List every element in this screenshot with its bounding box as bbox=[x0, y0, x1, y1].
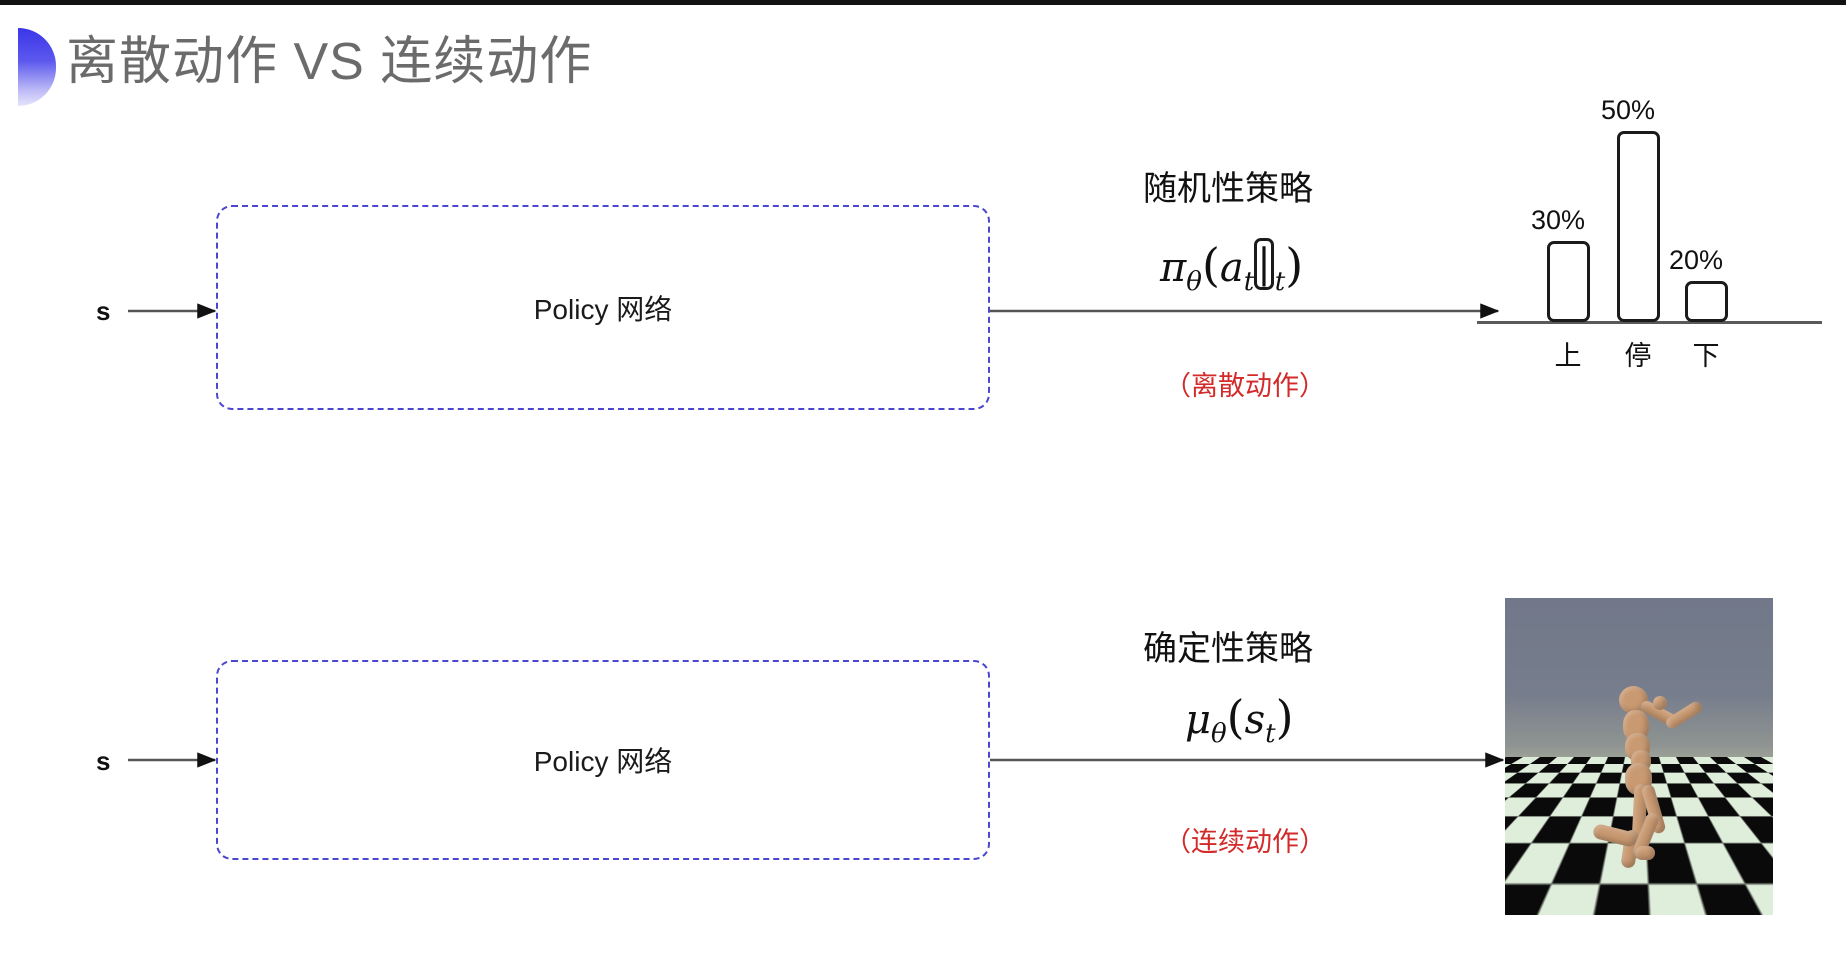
policy-network-label-continuous: Policy 网络 bbox=[533, 746, 673, 777]
policy-network-label-discrete: Policy 网络 bbox=[533, 293, 673, 325]
input-state-label-continuous: s bbox=[96, 746, 111, 776]
input-state-label-discrete: s bbox=[96, 296, 111, 326]
bar-category-0: 上 bbox=[1554, 341, 1582, 371]
bar-1 bbox=[1617, 131, 1660, 322]
humanoid-hand bbox=[1653, 696, 1667, 710]
formula-open-paren: ( bbox=[1226, 690, 1245, 744]
bar-value-0: 30% bbox=[1530, 205, 1586, 235]
formula-close-paren: ) bbox=[1275, 690, 1294, 744]
policy-kind-label-discrete: 随机性策略 bbox=[1143, 170, 1313, 208]
formula-head: π bbox=[1160, 245, 1187, 291]
formula-head-sub: θ bbox=[1211, 719, 1227, 749]
bar-category-2: 下 bbox=[1692, 341, 1720, 371]
formula-head-sub: θ bbox=[1186, 267, 1202, 297]
policy-formula-continuous: μθ(st) bbox=[1185, 690, 1294, 749]
formula-head: μ bbox=[1185, 697, 1211, 743]
policy-formula-discrete: πθ(at|st) bbox=[1160, 238, 1303, 297]
policy-kind-label-continuous: 确定性策略 bbox=[1143, 630, 1313, 668]
page-title: 离散动作 VS 连续动作 bbox=[66, 33, 593, 91]
formula-open-paren: ( bbox=[1201, 238, 1220, 292]
humanoid-foot-back bbox=[1635, 846, 1655, 860]
formula-arg1: a bbox=[1219, 245, 1244, 291]
bar-value-1: 50% bbox=[1600, 95, 1656, 125]
top-letterbox-strip bbox=[0, 0, 1846, 5]
bar-category-1: 停 bbox=[1624, 341, 1652, 371]
formula-conditional-bar: | bbox=[1254, 238, 1274, 290]
discrete-action-bar-chart: 30% 上 50% 停 20% 下 bbox=[1470, 90, 1846, 430]
policy-network-box-continuous[interactable]: Policy 网络 bbox=[216, 660, 990, 860]
bar-value-2: 20% bbox=[1668, 245, 1724, 275]
formula-close-paren: ) bbox=[1285, 238, 1304, 292]
formula-arg1-sub: t bbox=[1265, 719, 1276, 749]
bar-0 bbox=[1547, 241, 1590, 322]
action-note-continuous: （连续动作） bbox=[1164, 827, 1326, 857]
formula-arg1: s bbox=[1244, 697, 1266, 743]
formula-arg2-sub: t bbox=[1274, 267, 1286, 297]
action-note-discrete: （离散动作） bbox=[1164, 371, 1326, 401]
title-bullet-icon bbox=[18, 28, 56, 106]
bar-2 bbox=[1685, 281, 1728, 322]
chart-baseline bbox=[1477, 321, 1822, 324]
policy-network-box-discrete[interactable]: Policy 网络 bbox=[216, 205, 990, 410]
humanoid-simulation-image bbox=[1505, 598, 1773, 915]
formula-arg1-sub: t bbox=[1243, 267, 1255, 297]
